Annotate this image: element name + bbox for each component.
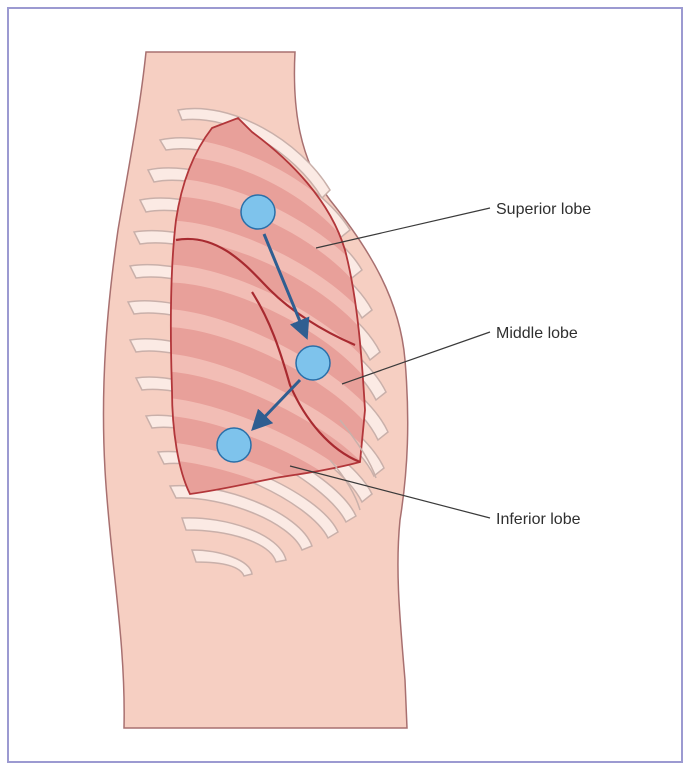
marker-inferior-lobe	[217, 428, 251, 462]
label-superior-lobe: Superior lobe	[496, 201, 591, 218]
label-inferior-lobe: Inferior lobe	[496, 511, 581, 528]
marker-superior-lobe	[241, 195, 275, 229]
marker-middle-lobe	[296, 346, 330, 380]
label-middle-lobe: Middle lobe	[496, 325, 578, 342]
